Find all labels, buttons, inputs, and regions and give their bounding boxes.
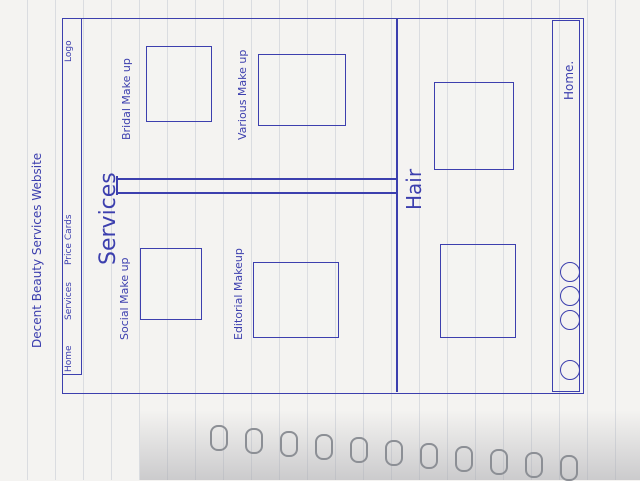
copyright-icon [560,360,580,380]
service-card-social[interactable] [140,248,202,320]
footer-home-link[interactable]: Home. [562,60,576,100]
spiral-ring [210,425,228,451]
spiral-ring [350,437,368,463]
spiral-ring [315,434,333,460]
spiral-ring [245,428,263,454]
section-divider [396,18,398,392]
spiral-ring [280,431,298,457]
nav-services[interactable]: Services [64,282,74,320]
sketch-title: Decent Beauty Services Website [30,152,44,348]
service-card-various[interactable] [258,54,346,126]
services-bar [116,176,118,195]
services-line2 [118,192,398,194]
service-card-editorial[interactable] [253,262,339,338]
spiral-ring [525,452,543,478]
spiral-ring [385,440,403,466]
nav-logo[interactable]: Logo [64,40,74,62]
service-label-editorial: Editorial Makeup [232,248,245,340]
hair-heading: Hair [402,168,426,210]
nav-price-cards[interactable]: Price Cards [64,214,74,265]
service-label-bridal: Bridal Make up [120,58,133,140]
spiral-ring [455,446,473,472]
service-label-social: Social Make up [118,257,131,340]
service-card-bridal[interactable] [146,46,212,122]
services-line [118,178,398,180]
hair-card-1[interactable] [434,82,514,170]
spiral-ring [560,455,578,481]
spiral-ring [420,443,438,469]
social-icon[interactable] [560,262,580,282]
social-icon[interactable] [560,310,580,330]
hair-card-2[interactable] [440,244,516,338]
nav-home[interactable]: Home [64,345,74,372]
footer-bar [552,20,580,392]
spiral-ring [490,449,508,475]
social-icon[interactable] [560,286,580,306]
navbar [62,18,82,375]
service-label-various: Various Make up [236,49,249,140]
